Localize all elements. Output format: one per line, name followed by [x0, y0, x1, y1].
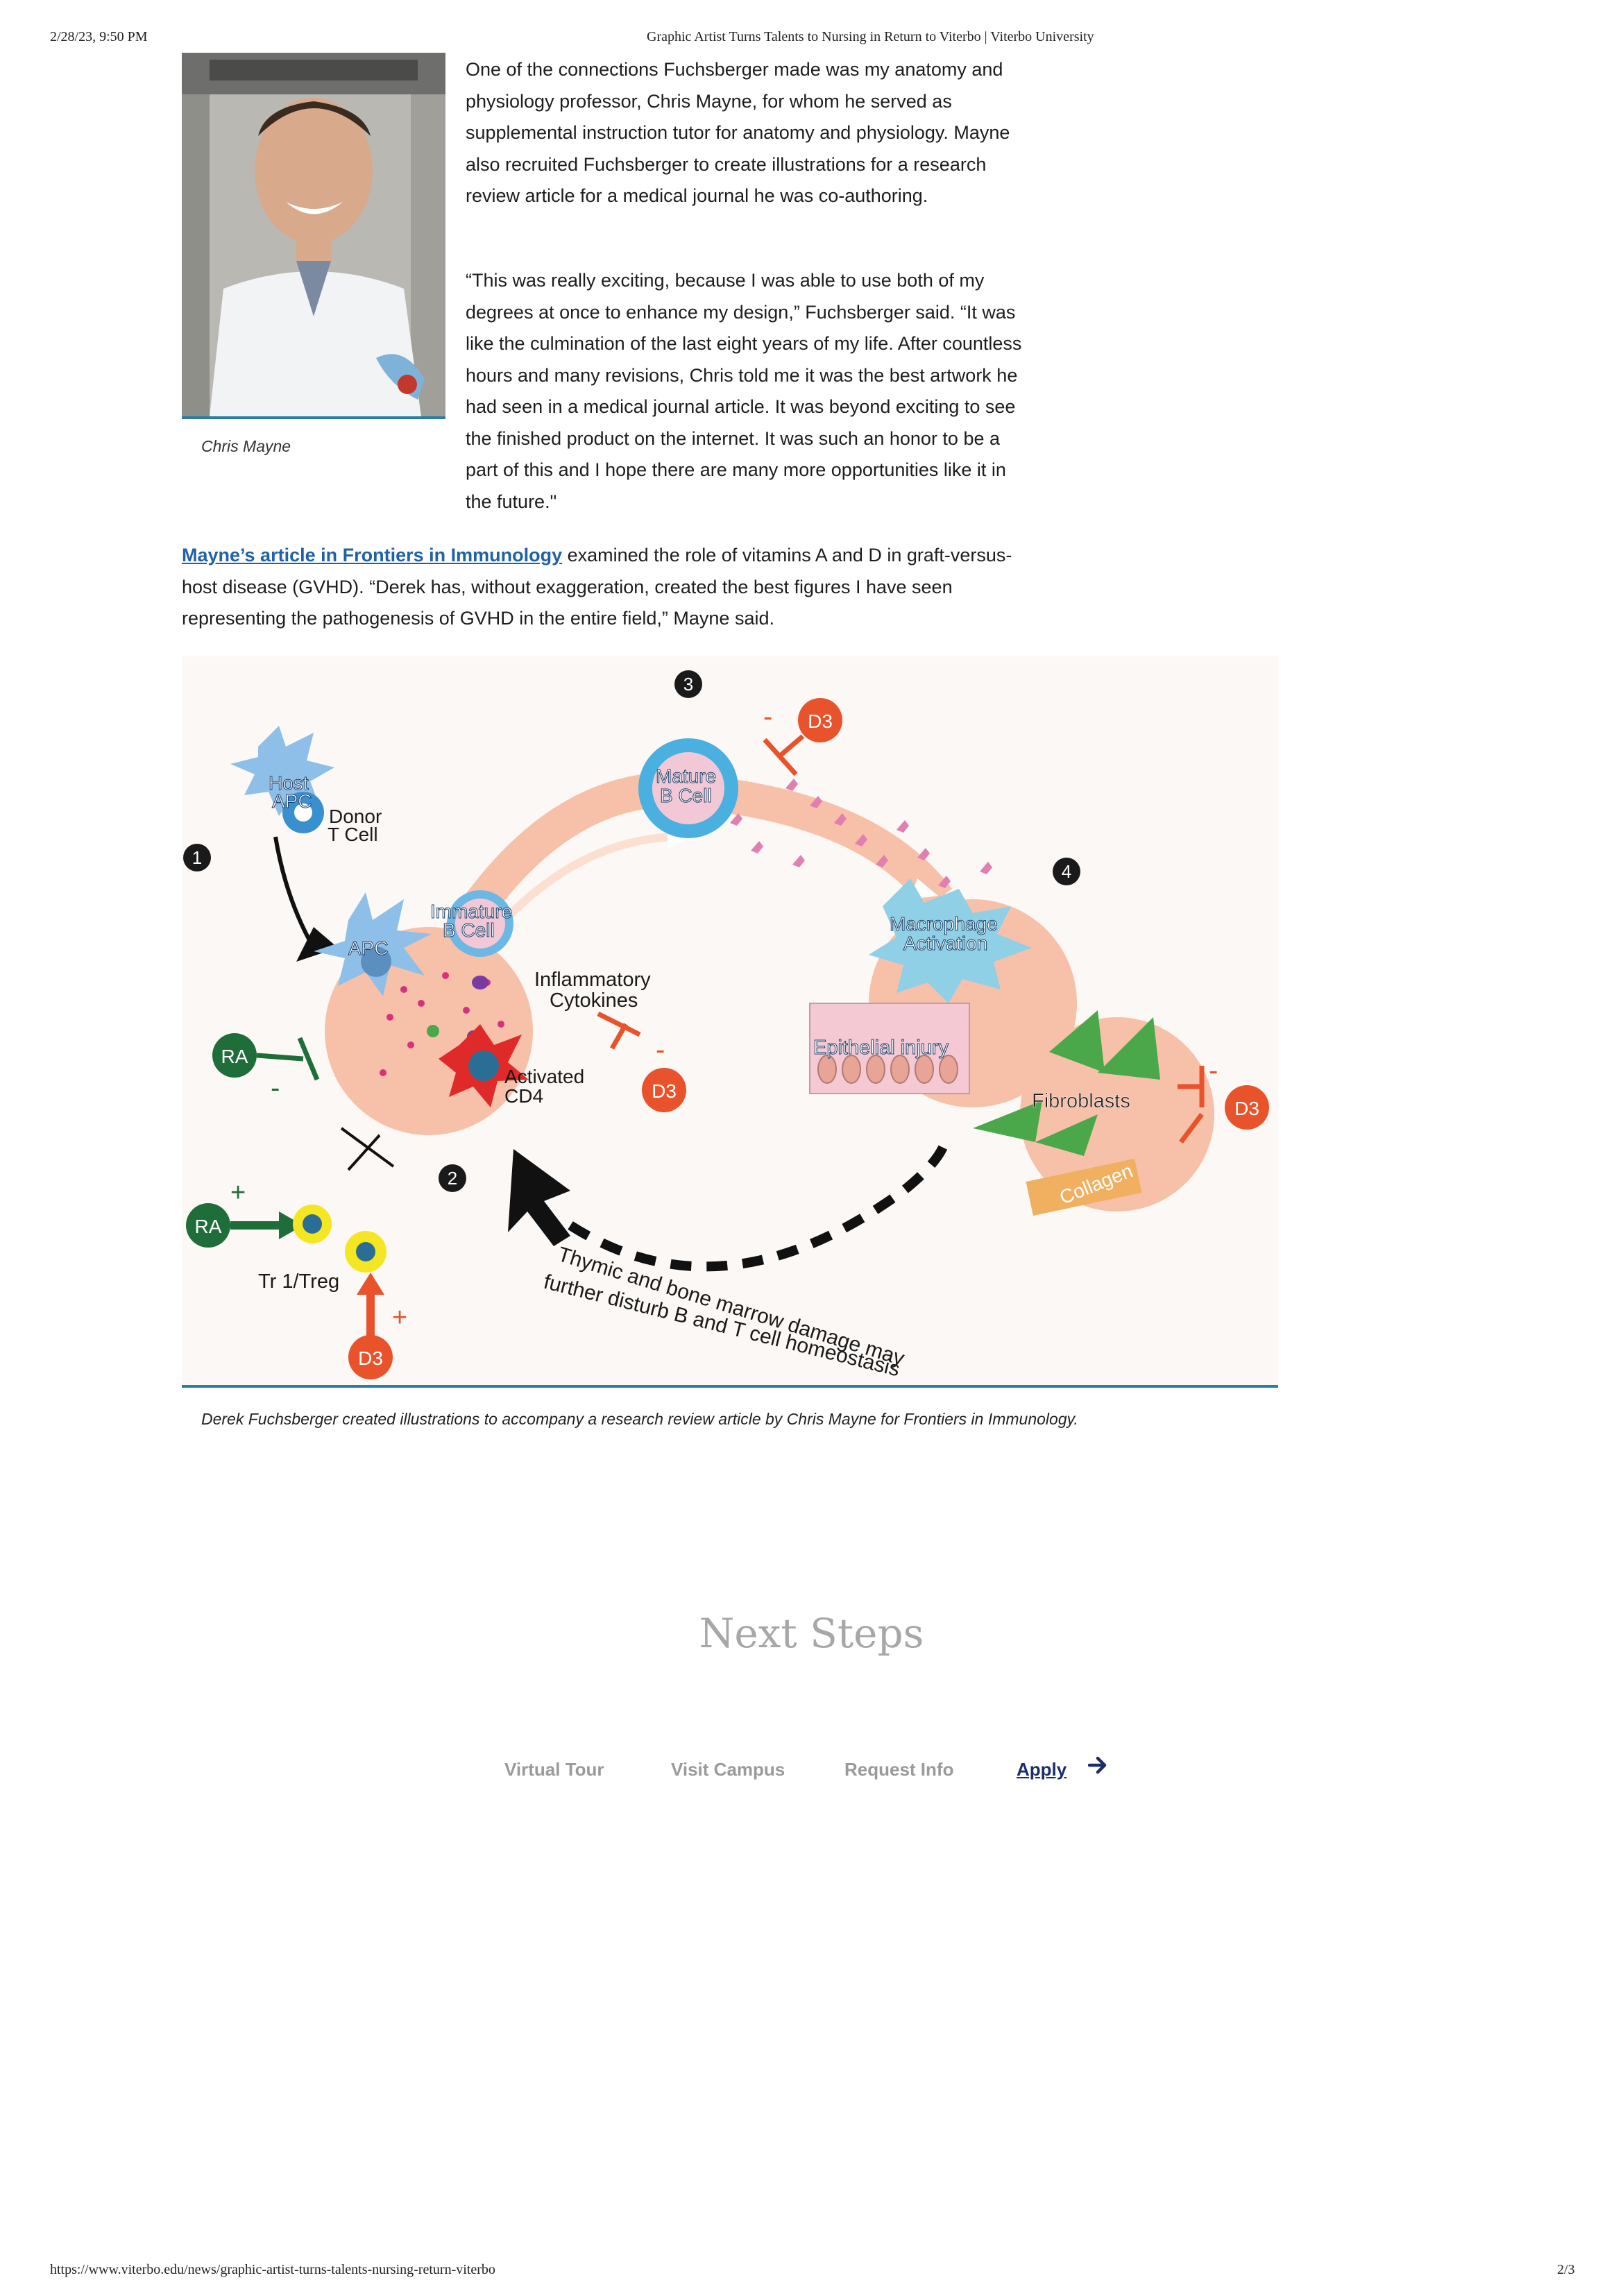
- step-1-label: 1: [192, 847, 202, 868]
- arrow-right-icon[interactable]: [1088, 1753, 1109, 1778]
- visit-campus-link[interactable]: Visit Campus: [671, 1759, 785, 1780]
- step-2-label: 2: [448, 1168, 457, 1189]
- step-3-label: 3: [683, 674, 693, 695]
- frontiers-article-link[interactable]: Mayne’s article in Frontiers in Immunolo…: [182, 545, 563, 566]
- label-macrophage: Macrophage: [890, 913, 998, 935]
- label-thymic-2: further disturb B and T cell homeostasis: [541, 1270, 902, 1381]
- article-paragraph-1: One of the connections Fuchsberger made …: [466, 59, 1010, 206]
- label-activation: Activation: [903, 933, 987, 954]
- label-tr1-treg: Tr 1/Treg: [258, 1270, 339, 1293]
- step-2-marker: [439, 1164, 466, 1192]
- fibroblast-cells: [973, 1010, 1160, 1156]
- photo-caption: Chris Mayne: [201, 437, 291, 455]
- plus-sign-ra: +: [230, 1178, 246, 1207]
- step-4-label: 4: [1062, 861, 1071, 882]
- minus-sign-fibroblasts: -: [1209, 1055, 1218, 1086]
- dashed-feedback-arrow: [568, 1140, 950, 1272]
- ra-label-upper: RA: [221, 1046, 248, 1067]
- ra-label-lower: RA: [195, 1216, 222, 1237]
- d3-label-cytokines: D3: [652, 1080, 677, 1102]
- label-activated: Activated: [504, 1066, 584, 1087]
- virtual-tour-link[interactable]: Virtual Tour: [504, 1759, 604, 1780]
- apply-link[interactable]: Apply: [1017, 1759, 1067, 1780]
- d3-badge-cytokines: [642, 1068, 686, 1112]
- label-mature-b-cell: B Cell: [660, 785, 712, 806]
- next-steps-heading: Next Steps: [699, 1610, 924, 1657]
- minus-sign-cytokines: -: [656, 1035, 665, 1065]
- label-t-cell: T Cell: [328, 824, 378, 845]
- arc-upper-right: [720, 778, 952, 910]
- print-header-title: Graphic Artist Turns Talents to Nursing …: [647, 29, 1094, 44]
- figure-caption: Derek Fuchsberger created illustrations …: [201, 1410, 1078, 1428]
- label-host: Host: [269, 772, 309, 794]
- blob-right: [1020, 1017, 1214, 1211]
- print-footer-url: https://www.viterbo.edu/news/graphic-art…: [50, 2262, 495, 2277]
- gvhd-figure: Host APC Donor T Cell 1 APC Immature B C…: [182, 656, 1278, 1388]
- step-4-marker: [1053, 858, 1080, 885]
- step-3-marker: [674, 670, 702, 698]
- minus-sign-bcell: -: [763, 701, 772, 732]
- label-cd4: CD4: [504, 1085, 543, 1107]
- d3-label-lower: D3: [358, 1347, 383, 1369]
- print-header-datetime: 2/28/23, 9:50 PM: [50, 29, 148, 44]
- article-paragraph-2: “This was really exciting, because I was…: [466, 270, 1022, 512]
- ra-badge-upper: [212, 1033, 257, 1078]
- d3-badge-fibroblasts: [1225, 1085, 1269, 1130]
- collagen-fibers: [1026, 1158, 1142, 1216]
- label-epithelial-injury: Epithelial injury: [813, 1037, 949, 1059]
- paragraph-3-text: examined the role of vitamins A and D in…: [182, 545, 1012, 629]
- label-immature: Immature: [430, 901, 512, 922]
- label-cytokines: Cytokines: [550, 989, 638, 1012]
- label-apc: APC: [348, 937, 389, 959]
- article-paragraph-3: Mayne’s article in Frontiers in Immunolo…: [182, 540, 1028, 635]
- step-1-marker: [183, 844, 211, 871]
- label-mature: Mature: [656, 765, 716, 787]
- label-immature-b-cell: B Cell: [443, 919, 495, 941]
- minus-sign-ra: -: [271, 1073, 280, 1103]
- d3-badge-bcell: [798, 698, 842, 742]
- antibody-cluster: [730, 779, 992, 888]
- request-info-link[interactable]: Request Info: [844, 1759, 954, 1780]
- label-apc-host: APC: [272, 790, 312, 812]
- print-footer-page-number: 2/3: [1557, 2262, 1575, 2277]
- label-fibroblasts: Fibroblasts: [1032, 1090, 1130, 1112]
- d3-label-fibroblasts: D3: [1234, 1098, 1259, 1119]
- chris-mayne-photo: [182, 53, 445, 419]
- d3-label-bcell: D3: [808, 711, 833, 732]
- apc-cell: [314, 892, 432, 996]
- macrophage-cell: [869, 878, 1032, 1003]
- label-donor: Donor: [329, 806, 382, 827]
- label-inflammatory: Inflammatory: [534, 969, 651, 991]
- d3-badge-lower: [348, 1335, 393, 1379]
- ra-badge-lower: [186, 1203, 230, 1248]
- plus-sign-d3: +: [392, 1303, 407, 1332]
